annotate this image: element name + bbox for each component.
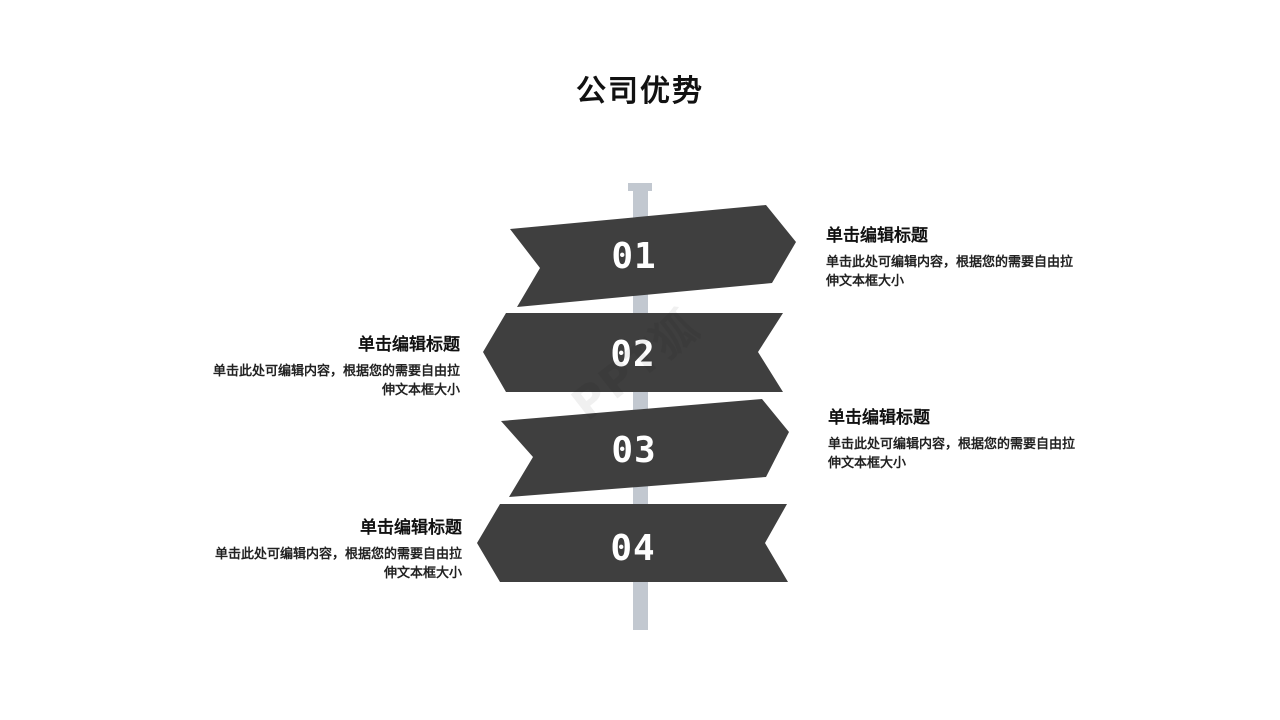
step-heading-01[interactable]: 单击编辑标题 [826,226,928,246]
step-heading-04[interactable]: 单击编辑标题 [360,518,462,538]
sign-04 [477,504,788,582]
step-text-04: 单击编辑标题 单击此处可编辑内容，根据您的需要自由拉伸文本框大小 [212,517,462,583]
step-body-02[interactable]: 单击此处可编辑内容，根据您的需要自由拉伸文本框大小 [212,364,460,398]
sign-number-03: 03 [611,430,656,471]
sign-03 [501,399,789,497]
page-title: 公司优势 [576,74,704,109]
signpost-pole-cap [628,183,652,191]
sign-number-01: 01 [611,236,656,277]
sign-02 [483,313,783,392]
step-body-04[interactable]: 单击此处可编辑内容，根据您的需要自由拉伸文本框大小 [214,547,462,581]
step-heading-03[interactable]: 单击编辑标题 [828,408,930,428]
step-text-03: 单击编辑标题 单击此处可编辑内容，根据您的需要自由拉伸文本框大小 [828,407,1078,473]
step-text-02: 单击编辑标题 单击此处可编辑内容，根据您的需要自由拉伸文本框大小 [210,334,460,400]
step-text-01: 单击编辑标题 单击此处可编辑内容，根据您的需要自由拉伸文本框大小 [826,225,1076,291]
sign-number-04: 04 [610,528,655,569]
step-body-03[interactable]: 单击此处可编辑内容，根据您的需要自由拉伸文本框大小 [828,437,1076,471]
step-heading-02[interactable]: 单击编辑标题 [358,335,460,355]
sign-number-02: 02 [610,334,655,375]
step-body-01[interactable]: 单击此处可编辑内容，根据您的需要自由拉伸文本框大小 [826,255,1074,289]
sign-01 [510,205,796,307]
